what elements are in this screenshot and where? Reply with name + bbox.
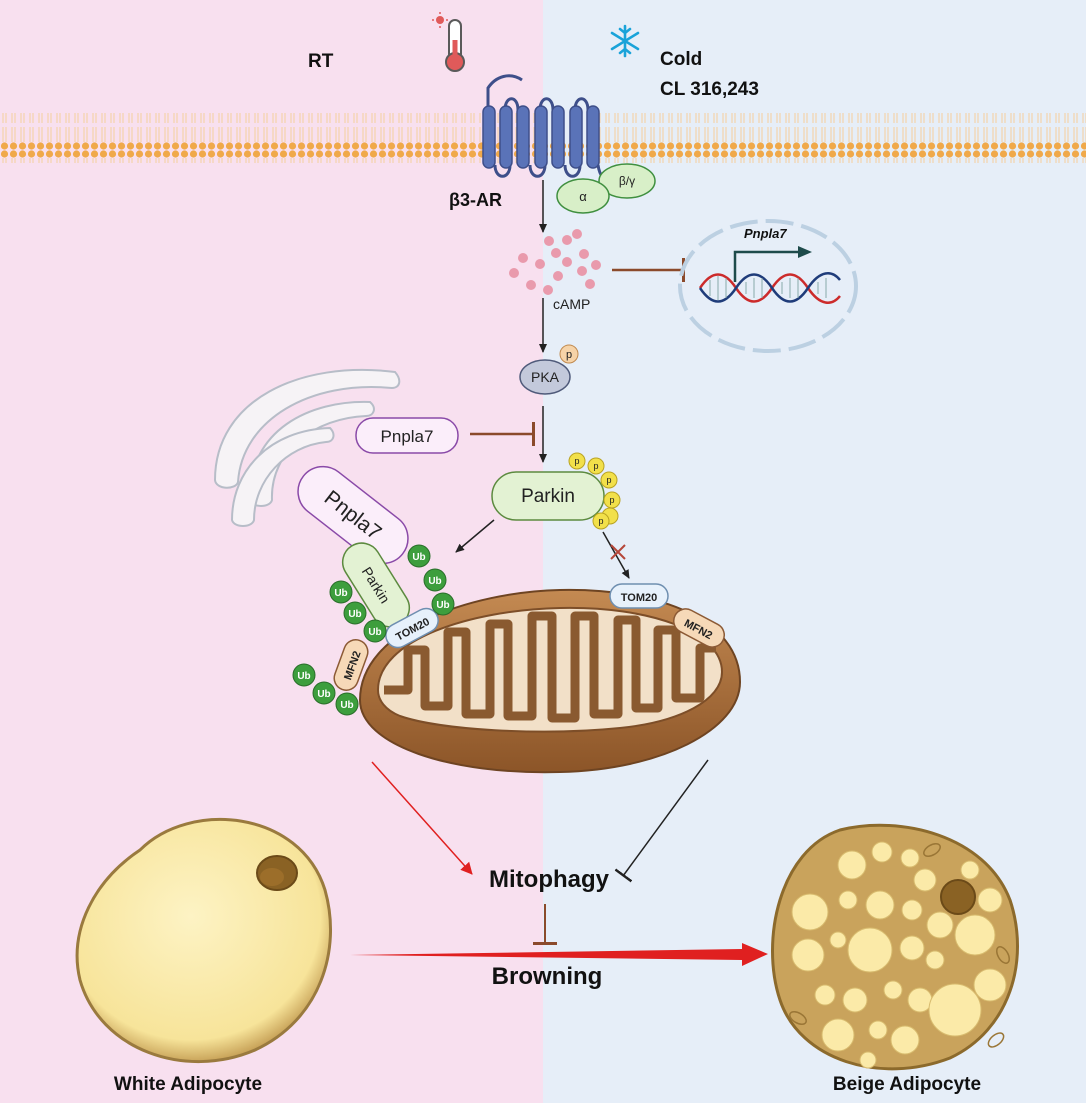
- mito-to-mitophagy-red-arrow: [371, 761, 473, 875]
- mfn2-left: [333, 639, 369, 691]
- ub-label-5: Ub: [428, 576, 441, 587]
- ub-label-2: Ub: [348, 609, 361, 620]
- receptor-label: β3-AR: [449, 190, 502, 210]
- parkin-label: Parkin: [521, 486, 575, 507]
- pka-phospho: [559, 344, 579, 364]
- pnpla7-label: Pnpla7: [381, 427, 434, 446]
- gene-label: Pnpla7: [744, 226, 787, 241]
- parkin-phospho-groups: [568, 452, 621, 530]
- beige-adipocyte: [771, 823, 1019, 1071]
- mito-inhibits-mitophagy-black: [614, 759, 709, 883]
- snowflake-icon: [610, 24, 640, 58]
- tom20-right-label: TOM20: [621, 592, 657, 604]
- camp-label: cAMP: [553, 296, 590, 312]
- white-adipocyte-label: White Adipocyte: [114, 1074, 262, 1095]
- ub-label-9: Ub: [340, 700, 353, 711]
- pka-label: PKA: [531, 369, 560, 385]
- ubiquitin-chains: [292, 544, 455, 716]
- g-protein: [556, 163, 656, 214]
- camp-molecules: [509, 229, 601, 295]
- ub-label-4: Ub: [412, 552, 425, 563]
- mitophagy-label: Mitophagy: [489, 866, 610, 893]
- transcription-arrow: [733, 250, 800, 282]
- p-label-3: p: [606, 475, 611, 485]
- ub-label-8: Ub: [317, 689, 330, 700]
- tom20-right: [609, 583, 669, 609]
- parkin-node: [491, 471, 605, 521]
- g-betagamma-label: β/γ: [619, 174, 635, 188]
- tom20-left: [385, 607, 439, 649]
- beige-adipocyte-label: Beige Adipocyte: [833, 1074, 981, 1095]
- ub-label-3: Ub: [368, 627, 381, 638]
- beta3-receptor: [482, 74, 611, 182]
- browning-label: Browning: [492, 963, 603, 990]
- golgi-apparatus: [213, 368, 401, 527]
- pka-p-label: p: [566, 349, 572, 361]
- p-label-4: p: [609, 495, 614, 505]
- transcription-arrowhead: [798, 246, 812, 258]
- parkin-to-complex-arrow: [455, 519, 495, 553]
- block-cross-icon: [610, 544, 626, 560]
- browning-arrow: [350, 943, 768, 966]
- mfn2-right: [673, 608, 725, 648]
- complex-pnpla7: [297, 465, 409, 565]
- cold-label: Cold: [660, 49, 702, 70]
- white-adipocyte: [75, 817, 332, 1064]
- rt-label: RT: [308, 51, 334, 72]
- thermometer-icon: [432, 12, 465, 72]
- p-label-5: p: [598, 516, 603, 526]
- mitochondrion: [358, 588, 742, 774]
- cl316243-label: CL 316,243: [660, 79, 759, 100]
- dna-helix: [698, 272, 841, 304]
- p-label-2: p: [593, 461, 598, 471]
- pka-node: [519, 359, 571, 395]
- ub-label-6: Ub: [436, 600, 449, 611]
- pnpla7-node: [355, 417, 459, 454]
- ub-label-7: Ub: [297, 671, 310, 682]
- nucleus: [678, 219, 858, 353]
- p-label-1: p: [574, 456, 579, 466]
- ub-label-1: Ub: [334, 588, 347, 599]
- g-alpha-label: α: [579, 189, 587, 204]
